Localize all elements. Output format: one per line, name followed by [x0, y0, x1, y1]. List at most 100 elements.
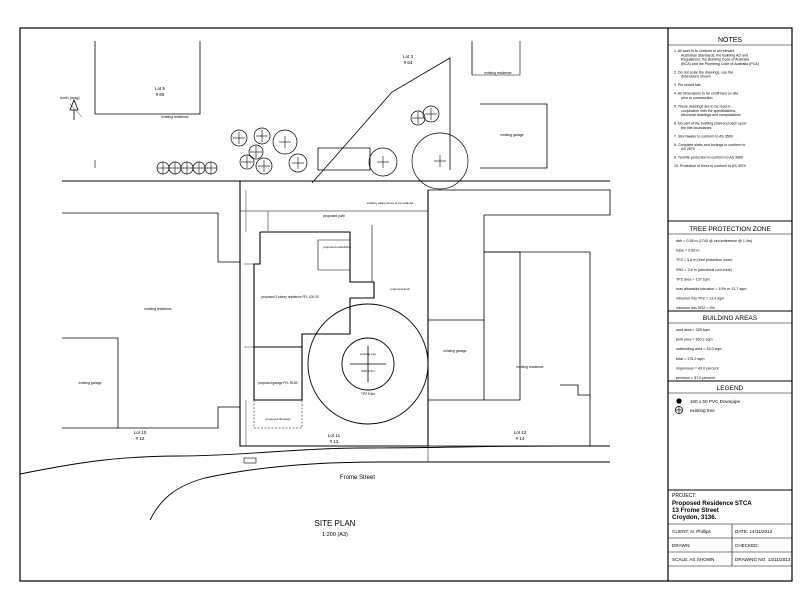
project-line-3: Croydon, 3136.	[672, 514, 717, 521]
lot3-residence-label: existing residence	[484, 71, 511, 75]
lot12-garage-outline	[427, 320, 485, 401]
outbuilding-outline	[317, 239, 351, 271]
date-cell: DATE: 14/11/2013	[735, 529, 773, 534]
crossover	[243, 457, 257, 464]
project-line-2: 13 Frome Street	[672, 507, 719, 514]
legend-label-downpipe: 100 x 50 PVC Downpipe	[690, 399, 740, 404]
tree-symbol-icon	[192, 161, 206, 175]
lot10-garage-label: existing garage	[79, 381, 102, 385]
plan-scale: 1:200 (A3)	[322, 532, 348, 538]
tpz-row: intrusion into SRZ = 0%	[676, 306, 716, 310]
lot10-number: # 12	[136, 436, 145, 441]
tpz-heading: TREE PROTECTION ZONE	[689, 226, 771, 233]
driveway-outline	[253, 400, 303, 429]
tree-symbol-icon	[411, 132, 469, 190]
proposed-residence-label: proposed 2 storey residence FFL 100.00	[261, 295, 319, 299]
tree-symbol-icon	[253, 127, 271, 145]
tpz-row: dbh = 0.38 m (1740 @ circumference @ 1.4…	[676, 239, 752, 243]
lot3-garage-outline	[480, 103, 548, 169]
tpz-panel: TREE PROTECTION ZONE dbh = 0.38 m (1740 …	[668, 226, 792, 310]
tpz-row: SRZ = 2.6 m (structural root zone)	[676, 268, 732, 272]
tree-symbol-icon	[675, 406, 683, 414]
north-arrow-icon	[69, 98, 83, 120]
tree-symbol-icon	[248, 144, 264, 160]
areas-list: land area = 325 sqm built area = 160.2 sq…	[676, 328, 722, 380]
note-item: 4. All dimensions to be confirmed on sit…	[674, 92, 738, 100]
lot5-residence-outline	[94, 41, 201, 115]
proposed-path-label: proposed path	[323, 214, 345, 218]
tree-symbol-icon	[230, 129, 248, 147]
lot3-shed	[317, 147, 371, 171]
subject-site-boundary	[239, 181, 429, 447]
areas-row: outbuilding area = 15.0 sqm	[676, 347, 722, 351]
tree-symbol-icon	[422, 105, 440, 123]
tpz-row: base = 0.65 m	[676, 249, 699, 253]
areas-panel: BUILDING AREAS land area = 325 sqm built …	[668, 315, 792, 380]
lot3-garage-label: existing garage	[501, 133, 524, 137]
lot3-number: # 64	[404, 60, 413, 65]
checked-cell: CHECKED:	[735, 543, 759, 548]
drawn-cell: DRAWN:	[672, 543, 690, 548]
proposed-residence-outline	[253, 231, 375, 348]
lot10-residence-label: existing residence	[144, 307, 171, 311]
lot10-residence-outline	[62, 212, 241, 429]
areas-row: built area = 160.2 sqm	[676, 338, 713, 342]
lot10-garage-outline	[62, 337, 119, 428]
legend-heading: LEGEND	[717, 385, 744, 392]
srz-label: SRZ 2.6m	[361, 369, 375, 373]
note-item: 7. Stormwater to conform to AS 3500	[674, 134, 733, 138]
client-cell: CLIENT: N. Phillips	[672, 529, 712, 534]
tree-symbol-icon	[156, 161, 170, 175]
note-item: 6. No part of the building shall encroac…	[674, 122, 746, 130]
tree-symbol-icon	[204, 161, 218, 175]
tree-symbol-icon	[368, 147, 398, 177]
title-block: PROJECT: Proposed Residence STCA 13 From…	[668, 493, 792, 567]
note-item: 1. All work is to conform to all relevan…	[674, 49, 759, 66]
street-name: Frome Street	[340, 475, 375, 481]
note-item: 3. Pin mould site	[674, 83, 701, 87]
tpz-list: dbh = 0.38 m (1740 @ circumference @ 1.4…	[676, 239, 752, 310]
kerb-line-outer	[149, 461, 610, 521]
areas-row: land area = 325 sqm	[676, 328, 710, 332]
lot12-number: # 14	[516, 436, 525, 441]
proposed-garage-outline	[253, 346, 303, 401]
tree-symbol-icon	[168, 161, 182, 175]
tree-symbol-icon	[180, 161, 194, 175]
lot12-garage-label: existing garage	[444, 349, 467, 353]
lot5-number: # 66	[156, 92, 165, 97]
drawing-no-cell: DRAWING NO. 13/11/2013	[735, 557, 791, 562]
scale-cell: SCALE: AS SHOWN	[672, 557, 714, 562]
legend-label-tree: existing tree	[690, 408, 715, 413]
tpz-row: TPZ = 5.6 m (tree protection zone)	[676, 258, 732, 262]
notes-heading: NOTES	[718, 37, 742, 44]
fence-note: existing paling fence to be retained	[367, 201, 414, 205]
existing-tree-icon	[350, 346, 386, 382]
tree-symbol-icon	[272, 129, 298, 155]
project-label: PROJECT:	[672, 493, 696, 499]
plan-title: SITE PLAN	[315, 519, 356, 528]
site-plan: north (mag) Lot 5 # 66 existing residenc…	[19, 41, 611, 521]
tpz-row: max allowable intrusion = 10% or 13.7 sq…	[676, 287, 746, 291]
lot5-name: Lot 5	[155, 86, 166, 91]
legend-panel: LEGEND 100 x 50 PVC Downpipe existing tr…	[668, 385, 792, 414]
deck-label: proposed deck	[390, 287, 410, 291]
rear-trees	[156, 105, 469, 190]
lot3-name: Lot 3	[403, 54, 414, 59]
note-item: 8. Complete slabs and footings to confor…	[674, 143, 745, 151]
proposed-garage-label: proposed garage FFL 99.80	[258, 381, 298, 385]
areas-heading: BUILDING AREAS	[703, 315, 758, 322]
north-label: north (mag)	[60, 96, 80, 100]
outbuilding-label: proposed outbuilding	[323, 245, 351, 249]
tree-symbol-icon	[288, 153, 308, 173]
note-item: 10. Protection of trees to conform to AS…	[674, 164, 746, 168]
lot5-residence-label: existing residence	[161, 115, 188, 119]
project-line-1: Proposed Residence STCA	[672, 500, 752, 507]
tpz-row: TPZ area = 137 sqm	[676, 277, 710, 281]
lot3-boundary	[311, 57, 451, 184]
areas-row: pervious = 57.0 percent	[676, 376, 715, 380]
kerb-line-inner	[19, 445, 610, 475]
lot12-boundary	[428, 189, 611, 447]
